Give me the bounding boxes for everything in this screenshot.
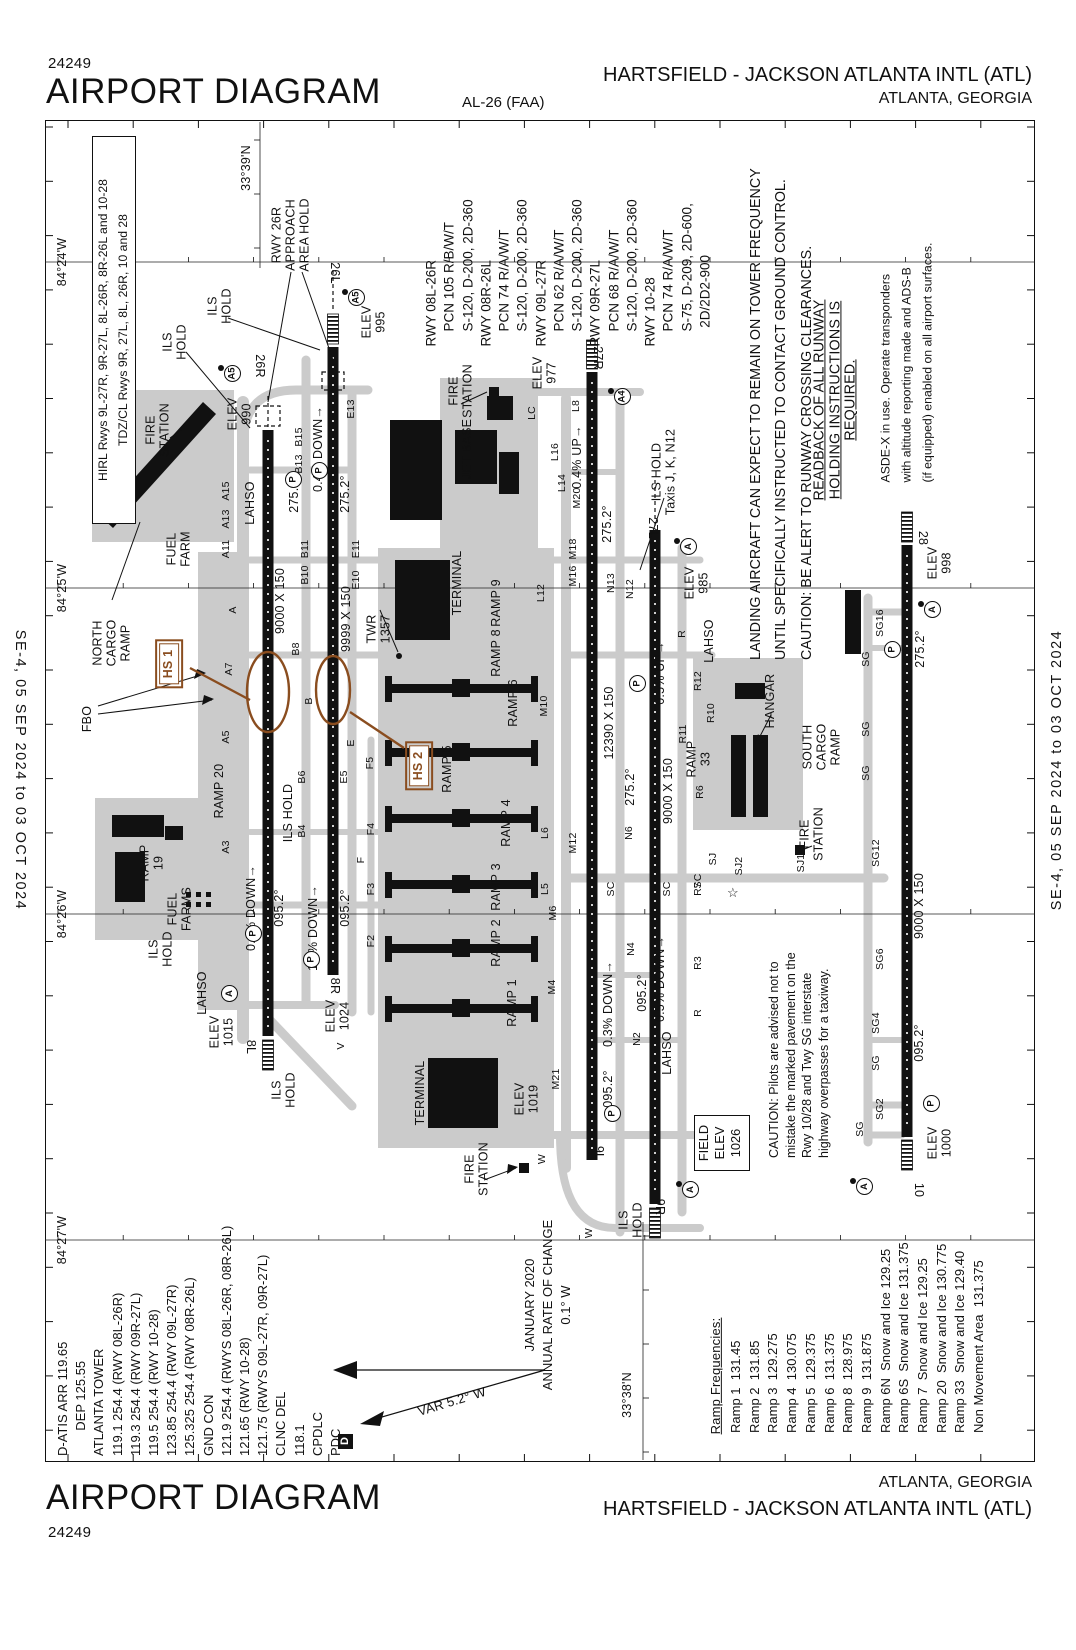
airport-city: ATLANTA, GEORGIA	[878, 90, 1032, 107]
taxiways	[237, 355, 906, 1237]
fire-station-building	[795, 845, 805, 855]
hangar-building	[735, 683, 765, 699]
border-ticks	[46, 121, 1034, 1461]
terminal-north	[395, 560, 450, 640]
concourse-bar	[385, 872, 538, 898]
fire-station-building	[489, 387, 499, 397]
terminal-south	[428, 1058, 498, 1128]
runway-8R-26L	[327, 347, 339, 975]
footer-chart-code: 24249	[48, 1524, 92, 1541]
concourse-bar	[385, 740, 538, 766]
magnetic-variation-arrow	[333, 1361, 546, 1426]
footer-airport-name: HARTSFIELD - JACKSON ATLANTA INTL (ATL)	[603, 1498, 1032, 1520]
hotspot-2-ellipse	[314, 654, 352, 726]
airport-name: HARTSFIELD - JACKSON ATLANTA INTL (ATL)	[603, 64, 1032, 86]
graticule	[45, 122, 1035, 1460]
concourse-bar	[385, 936, 538, 962]
hotspot-1-leader	[189, 666, 251, 702]
displaced-threshold-hatch	[262, 313, 913, 1239]
page-title: AIRPORT DIAGRAM	[46, 72, 381, 111]
hold-lines	[255, 270, 656, 527]
runway-10-28	[901, 545, 913, 1137]
hotspot-2-leader	[349, 711, 405, 749]
fire-station-building	[519, 1163, 529, 1173]
concourse-bar	[385, 676, 538, 702]
south-cargo-building	[731, 735, 746, 817]
chart-code: 24249	[48, 55, 92, 72]
footer-page-title: AIRPORT DIAGRAM	[46, 1478, 381, 1517]
footer-airport-city: ATLANTA, GEORGIA	[878, 1474, 1032, 1491]
aprons	[92, 378, 803, 1148]
concourse-bar	[385, 806, 538, 832]
jet-base-building	[455, 430, 497, 484]
concourses	[385, 676, 538, 1022]
runway-9R-27L	[649, 530, 661, 1204]
al-number: AL-26 (FAA)	[462, 94, 545, 111]
concourse-bar	[385, 996, 538, 1022]
fire-station-building	[183, 424, 193, 434]
runway-9L-27R	[586, 372, 598, 1160]
runways	[262, 313, 913, 1239]
buildings	[100, 387, 861, 1173]
chart-frame	[45, 120, 1035, 1462]
hotspot-graphics	[189, 650, 405, 749]
hotspot-1-ellipse	[245, 650, 291, 734]
